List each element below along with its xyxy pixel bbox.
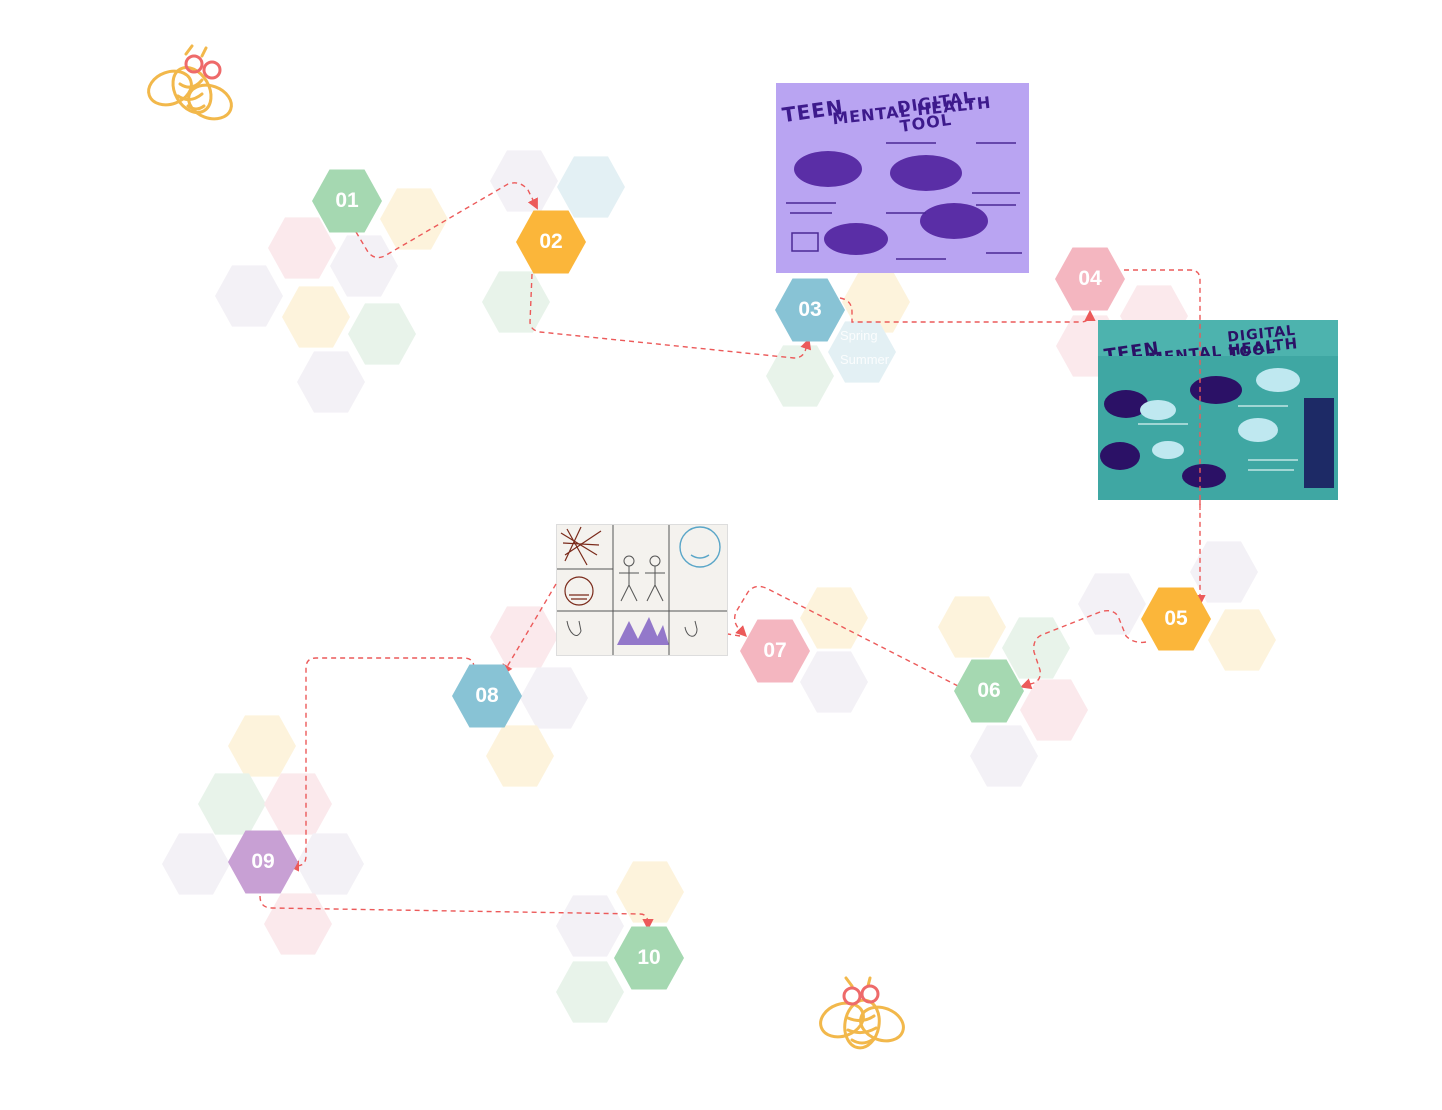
step-02-label: 02 xyxy=(539,230,563,253)
step-10-label: 10 xyxy=(637,946,661,969)
bg-hex xyxy=(297,351,365,413)
teen-mental-health-poster-teal: TEEN MENTAL HEALTH DIGITAL TOOL xyxy=(1098,320,1338,500)
step-03-hexagon[interactable]: 03 xyxy=(775,278,845,342)
connector-08-09 xyxy=(287,657,475,872)
teen-mental-health-poster-purple: TEEN MENTAL HEALTH DIGITAL TOOL xyxy=(776,83,1029,273)
step-02-hexagon[interactable]: 02 xyxy=(516,210,586,274)
bg-hex xyxy=(1208,609,1276,671)
bg-hex xyxy=(1078,573,1146,635)
connector-09-10 xyxy=(259,895,654,931)
step-03-label: 03 xyxy=(798,298,822,321)
bg-hex xyxy=(1190,541,1258,603)
drawing-doodles xyxy=(557,525,727,655)
bee-mascot-icon xyxy=(147,44,233,121)
connector-03-04 xyxy=(839,297,1096,323)
step-06-hexagon[interactable]: 06 xyxy=(954,659,1024,723)
step-10-hexagon[interactable]: 10 xyxy=(614,926,684,990)
step-08-label: 08 xyxy=(475,684,499,707)
childrens-drawing xyxy=(556,524,728,656)
step-07-label: 07 xyxy=(763,639,787,662)
step-07-hexagon[interactable]: 07 xyxy=(740,619,810,683)
bg-hex xyxy=(268,217,336,279)
step-01-label: 01 xyxy=(335,189,359,212)
step-06-label: 06 xyxy=(977,679,1001,702)
bg-hex xyxy=(348,303,416,365)
connector-01-02 xyxy=(355,182,538,259)
bg-hex xyxy=(1020,679,1088,741)
poster-doodles xyxy=(786,142,1022,260)
ghost-label-spring: Spring xyxy=(840,328,878,343)
connector-07-08 xyxy=(504,583,741,672)
poster-doodles xyxy=(1098,356,1338,500)
connector-05-06b xyxy=(1020,609,1147,690)
connector-04-05 xyxy=(1124,269,1206,607)
step-04-label: 04 xyxy=(1078,267,1102,290)
bee-mascot-icon xyxy=(819,976,905,1050)
step-09-label: 09 xyxy=(251,850,275,873)
bg-hex xyxy=(330,235,398,297)
step-05-label: 05 xyxy=(1164,607,1188,630)
ghost-label-summer: Summer xyxy=(840,352,890,367)
connector-02-03 xyxy=(529,273,812,359)
connector-06-07 xyxy=(733,585,959,687)
bg-hex xyxy=(282,286,350,348)
